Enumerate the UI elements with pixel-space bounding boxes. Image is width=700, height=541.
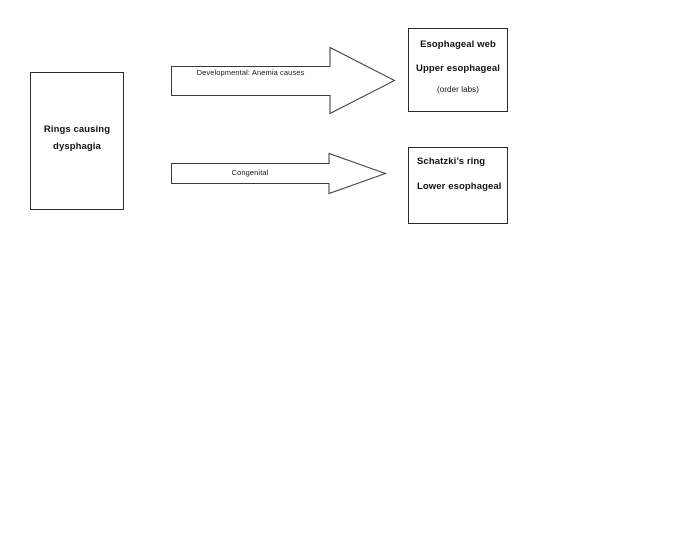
congenital-arrow-label: Congenital [231, 168, 269, 177]
developmental-arrow-shape [171, 46, 396, 115]
developmental-arrow[interactable]: Developmental: Anemia causes [171, 46, 396, 115]
target-box-schatzki-ring[interactable]: Schatzki’s ring Lower esophageal [408, 147, 508, 224]
source-box-line-2: dysphagia [53, 141, 101, 152]
developmental-arrow-label: Developmental: Anemia causes [196, 68, 305, 77]
source-box-line-1: Rings causing [43, 124, 111, 135]
esophageal-web-title: Esophageal web [420, 39, 496, 50]
target-box-esophageal-web[interactable]: Esophageal web Upper esophageal (order l… [408, 28, 508, 112]
schatzki-ring-location: Lower esophageal [417, 181, 502, 192]
congenital-arrow-shape [171, 152, 387, 195]
esophageal-web-note: (order labs) [436, 85, 480, 94]
congenital-arrow[interactable]: Congenital [171, 152, 387, 195]
source-box-rings-causing-dysphagia[interactable]: Rings causing dysphagia [30, 72, 124, 210]
schatzki-ring-title: Schatzki’s ring [417, 156, 486, 167]
esophageal-web-location: Upper esophageal [416, 63, 500, 74]
